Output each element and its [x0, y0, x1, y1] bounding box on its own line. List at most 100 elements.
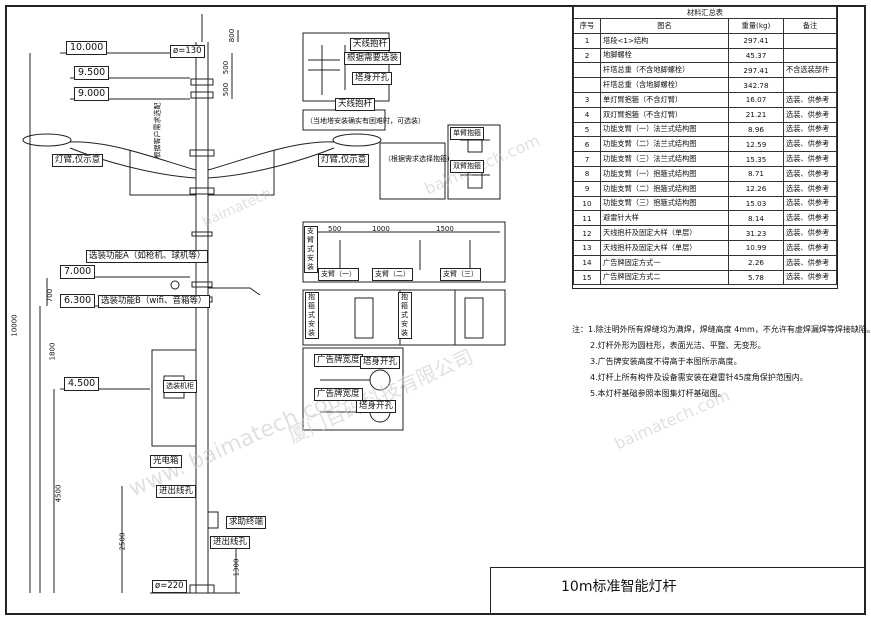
bracket-label: 支臂（二）	[372, 268, 413, 281]
table-cell-weight: 10.99	[728, 239, 784, 256]
hoop-install-label: 抱箍式安装	[305, 292, 319, 339]
option-a-label: 选装功能A（如枪机、球机等）	[86, 250, 209, 263]
dim-1800: 1800	[48, 342, 57, 361]
bracket-label: 支臂（三）	[440, 268, 481, 281]
table-cell-weight: 297.41	[728, 62, 784, 79]
lamp-arm-label: 灯臂,仅示意	[318, 154, 370, 167]
dim-1300: 1300	[232, 558, 241, 577]
table-cell-note: 选装、供参考	[783, 195, 837, 212]
table-cell-name: 杆塔总重（不含地脚螺栓）	[600, 62, 729, 79]
table-cell-name: 功能支臂（三）抱箍式结构图	[600, 195, 729, 212]
table-cell-note: 选装、供参考	[783, 225, 837, 241]
ad-width-label: 广告牌宽度	[314, 388, 363, 401]
table-header: 重量(kg)	[728, 18, 784, 34]
table-cell-name: 功能支臂（二）抱箍式结构图	[600, 180, 729, 197]
elevation-label: 6.300	[60, 294, 96, 308]
note-line: 5.本灯杆基础参照本图集灯杆基础图。	[590, 389, 726, 398]
table-cell-no: 10	[573, 195, 601, 212]
table-cell-note	[783, 32, 837, 49]
table-cell-weight: 8.71	[728, 165, 784, 182]
elevation-label: 7.000	[60, 265, 96, 279]
table-row: 杆塔总重（含地脚螺栓）342.78	[573, 77, 837, 93]
dim-1500: 1500	[436, 225, 454, 233]
cable-hole-label: 进出线孔	[156, 485, 197, 498]
table-cell-weight: 2.26	[728, 254, 784, 271]
antenna-pole-label: 天线抱杆	[350, 38, 391, 51]
table-cell-weight: 15.03	[728, 195, 784, 212]
elevation-label: 10.000	[66, 41, 108, 55]
table-cell-name: 功能支臂（三）法兰式结构图	[600, 151, 729, 167]
cable-hole-label: 进出线孔	[210, 536, 251, 549]
table-cell-note	[783, 77, 837, 93]
table-cell-note: 选装、供参考	[783, 91, 837, 108]
dim-500: 500	[222, 60, 231, 75]
dim-2500: 2500	[118, 532, 127, 551]
table-cell-weight: 8.96	[728, 121, 784, 138]
tower-hole-label: 塔身开孔	[356, 400, 397, 413]
tower-hole-label: 塔身开孔	[352, 72, 393, 85]
table-cell-no: 1	[573, 32, 601, 49]
dim-total: 10000	[10, 314, 19, 337]
table-cell-weight: 21.21	[728, 106, 784, 123]
table-cell-name: 地脚螺栓	[600, 47, 729, 64]
table-cell-weight: 15.35	[728, 151, 784, 167]
table-cell-no: 3	[573, 91, 601, 108]
table-cell-weight: 12.26	[728, 180, 784, 197]
table-header: 图名	[600, 18, 729, 34]
table-cell-name: 广告牌固定方式二	[600, 269, 729, 286]
dim-4500: 4500	[54, 484, 63, 503]
bottom-diameter: ø=220	[152, 580, 187, 593]
table-cell-weight: 31.23	[728, 225, 784, 241]
antenna-pole-label: 天线抱杆	[335, 98, 376, 111]
arm-hoop-note: （根据需求选择抱箍）	[384, 155, 454, 163]
dim-500: 500	[328, 225, 342, 233]
table-cell-note: 选装、供参考	[783, 151, 837, 167]
table-cell-no: 7	[573, 151, 601, 167]
solar-box-label: 光电箱	[150, 455, 182, 468]
optional-install-label: 根据需要选装	[344, 52, 402, 65]
notes-block: 注：1.除注明外所有焊缝均为满焊，焊缝高度 4mm，不允许有虚焊漏焊等焊接缺陷。…	[572, 322, 871, 402]
note-line: 3.广告牌安装高度不得高于本图所示高度。	[590, 357, 742, 366]
table-cell-name: 单灯臂抱箍（不含灯臂）	[600, 91, 729, 108]
table-cell-weight: 8.14	[728, 210, 784, 227]
table-cell-no: 11	[573, 210, 601, 227]
table-cell-no: 15	[573, 269, 601, 286]
table-cell-weight: 12.59	[728, 136, 784, 153]
table-cell-name: 广告牌固定方式一	[600, 254, 729, 271]
table-cell-name: 功能支臂（一）抱箍式结构图	[600, 165, 729, 182]
table-cell-no: 8	[573, 165, 601, 182]
dim-700: 700	[46, 288, 55, 303]
table-cell-note: 选装、供参考	[783, 210, 837, 227]
pole-base	[189, 584, 215, 594]
ad-width-label: 广告牌宽度	[314, 354, 363, 367]
drawing-frame	[5, 5, 866, 615]
cabinet-label: 选装机柜	[163, 380, 197, 393]
table-cell-no: 14	[573, 254, 601, 271]
table-cell-no: 4	[573, 106, 601, 123]
elevation-label: 9.500	[74, 66, 110, 80]
single-arm-hoop-label: 单臂抱箍	[450, 127, 484, 140]
dim-500: 500	[222, 82, 231, 97]
table-cell-no	[573, 77, 601, 93]
table-cell-name: 天线抱杆及固定大样（单层）	[600, 225, 729, 241]
table-cell-no: 5	[573, 121, 601, 138]
bracket-install-label: 支臂式安装	[304, 226, 318, 273]
option-b-label: 选装功能B（wifi、音箱等）	[98, 295, 210, 308]
double-arm-hoop-label: 双臂抱箍	[450, 160, 484, 173]
table-title: 材料汇总表	[573, 6, 837, 19]
antenna-note: （当地塔安装确实有困难时，可选装）	[306, 117, 425, 125]
arm-annotation: 根据客户需求选配	[153, 102, 162, 159]
table-cell-note: 选装、供参考	[783, 165, 837, 182]
table-cell-no: 6	[573, 136, 601, 153]
